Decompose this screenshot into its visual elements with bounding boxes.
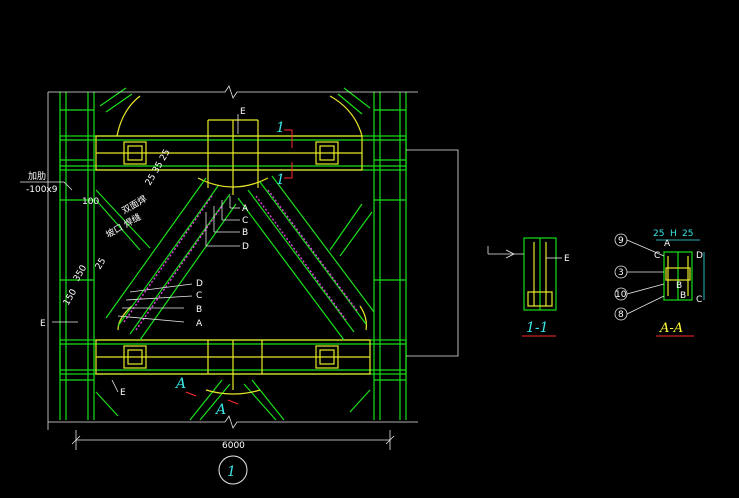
dim-total: 6000 [222,441,245,451]
section-1-1: E 1-1 [487,237,570,337]
dimensions: 100 350 25 150 25 35 25 双面焊 坡口 焊缝 6000 [62,148,395,451]
section-cut-A: A A [174,376,239,418]
label-C-right: C [242,216,248,226]
section-cut-1: 1 1 [276,120,293,188]
label-E-bottom: E [120,388,126,398]
stiffener-label: 加肋 [28,171,46,182]
section-A-title: A-A [659,321,683,336]
dim-100: 100 [82,197,99,207]
section-A-A: 25 H 25 C A B D B C 9 3 10 8 A-A [614,229,705,337]
label-C-left: C [196,291,202,301]
section-A-dim-25a: 25 [653,229,664,239]
label-A-right: A [242,204,249,214]
section-A-D-right: D [696,251,703,261]
section-A-C-left: C [654,251,660,261]
section-A-left: A [174,376,186,392]
label-B-right: B [242,228,248,238]
diagonal-brace-right [237,175,375,341]
stiffener-size: -100x9 [26,185,58,195]
column-ties [60,109,406,381]
diagonal-brace-left [105,177,237,341]
view-number-bubble: 1 [218,455,248,485]
section-A-right: A [214,402,226,418]
section-A-C-right: C [696,295,702,305]
dim-25: 25 [94,257,108,272]
leaders-right: A C B D [205,196,249,252]
label-D-right: D [242,242,249,252]
label-B-left: B [196,305,202,315]
stiffener-callout: 加肋 -100x9 [20,171,73,195]
section-A-A-left: A [664,239,671,249]
marker-3: 3 [618,268,624,278]
note-top: 25 35 25 [144,148,173,188]
leaders-left: D C B A [117,279,203,329]
label-E-top: E [240,107,246,117]
section-A-dim-25b: 25 [682,229,693,239]
marker-9: 9 [618,236,624,246]
section-A-B-left: B [680,291,686,301]
note-diag: 双面焊 [120,193,149,217]
label-A-left: A [196,319,203,329]
section-A-dim-H: H [670,229,677,239]
label-E-left: E [40,319,46,329]
section-A-B-right: B [676,281,682,291]
section-mark-top: 1 [276,120,285,136]
dim-150: 150 [62,287,79,307]
section-mark-bottom: 1 [276,172,285,188]
marker-10: 10 [615,290,627,300]
marker-8: 8 [618,310,624,320]
label-D-left: D [196,279,203,289]
section-1-label-E: E [564,254,570,264]
view-number: 1 [227,464,236,480]
section-1-title: 1-1 [526,320,549,336]
main-elevation [47,85,418,430]
